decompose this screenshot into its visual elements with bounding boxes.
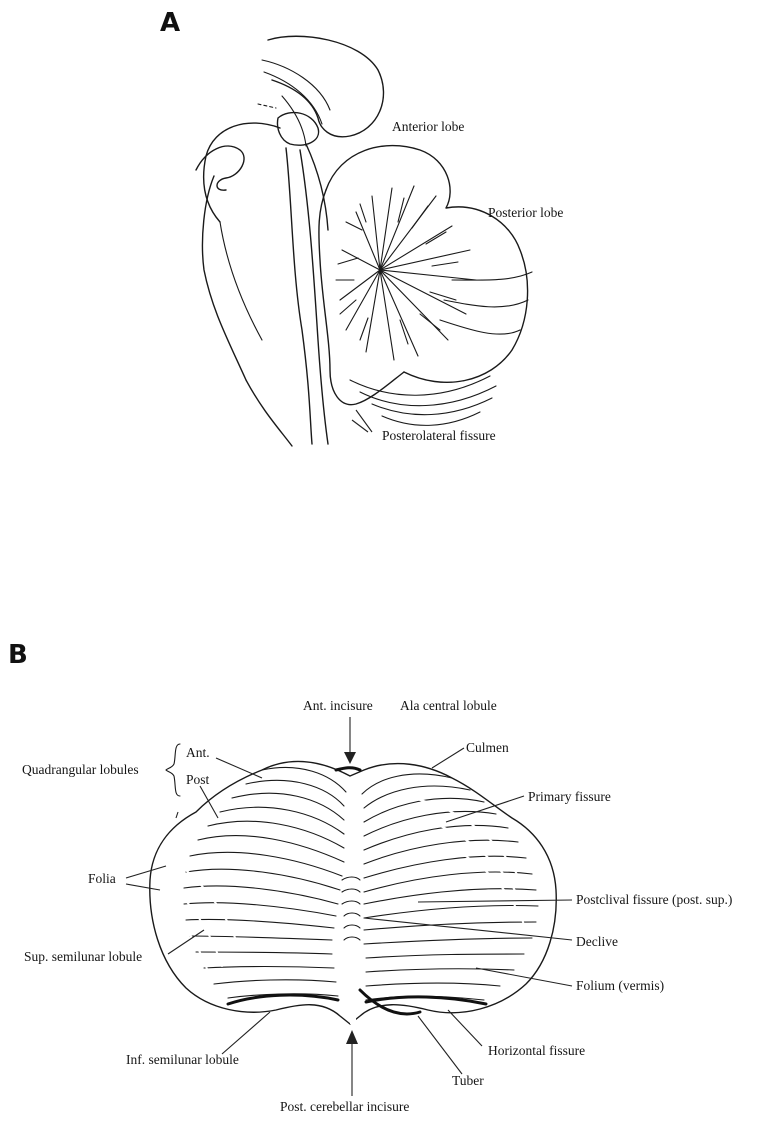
label-ala-central-lobule: Ala central lobule <box>400 699 497 713</box>
label-horizontal-fissure: Horizontal fissure <box>488 1044 585 1058</box>
label-post-cerebellar-incisure: Post. cerebellar incisure <box>280 1100 409 1114</box>
label-declive: Declive <box>576 935 618 949</box>
label-ant: Ant. <box>186 746 210 760</box>
label-postclival-fissure: Postclival fissure (post. sup.) <box>576 893 732 907</box>
label-inf-semilunar-lobule: Inf. semilunar lobule <box>126 1053 239 1067</box>
label-culmen: Culmen <box>466 741 509 755</box>
label-folium-vermis: Folium (vermis) <box>576 979 664 993</box>
label-quadrangular-lobules: Quadrangular lobules <box>22 763 139 777</box>
label-primary-fissure: Primary fissure <box>528 790 611 804</box>
label-sup-semilunar-lobule: Sup. semilunar lobule <box>24 950 142 964</box>
label-ant-incisure: Ant. incisure <box>303 699 373 713</box>
label-tuber: Tuber <box>452 1074 484 1088</box>
label-folia: Folia <box>88 872 116 886</box>
label-post: Post <box>186 773 209 787</box>
